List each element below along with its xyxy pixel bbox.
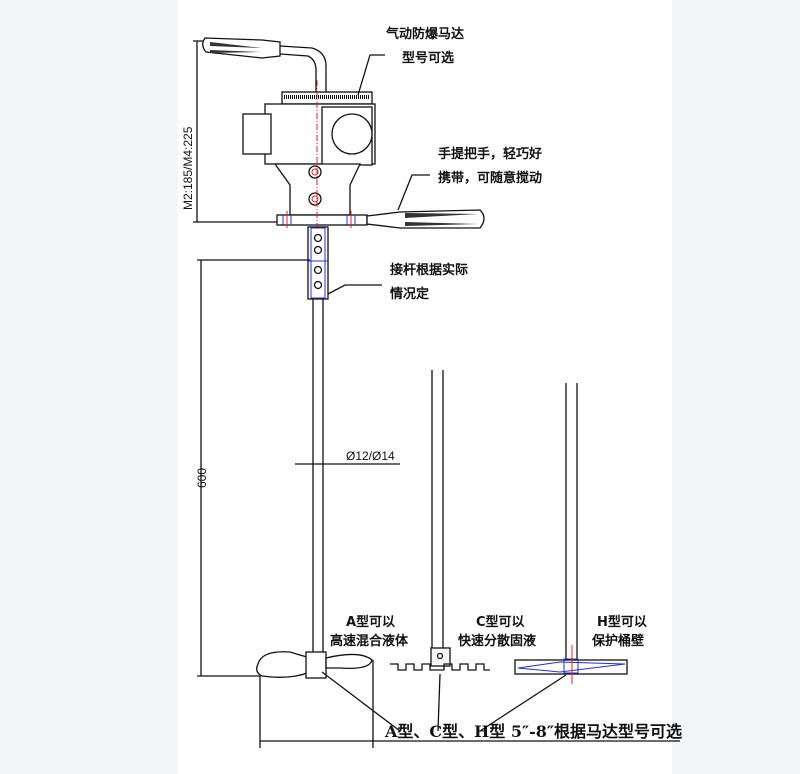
rod-coupling [307, 226, 329, 300]
height-dimension-label: M2:185/M4:225 [181, 126, 195, 210]
h-type-note-line2: 保护桶壁 [591, 633, 644, 649]
c-type-note-line2: 快速分散固液 [458, 633, 536, 649]
h-type-note-line1: H型可以 [597, 614, 647, 630]
h-type-impeller [514, 383, 628, 684]
a-type-impeller [256, 651, 373, 679]
rod-note-line2: 情况定 [390, 286, 429, 302]
motor-body [242, 80, 376, 300]
motor-note-line2: 型号可选 [402, 50, 454, 66]
leader-lines [321, 54, 567, 732]
length-dimension-label: 600 [195, 468, 209, 488]
a-type-note-line2: 高速混合液体 [330, 633, 409, 649]
top-handle [202, 37, 327, 92]
diameter-dimension: Ø12/Ø14 [295, 449, 400, 465]
impeller-selection-note: A型、C型、H型 5″-8″根据马达型号可选 [384, 722, 682, 741]
motor-note-line1: 气动防爆马达 [386, 26, 464, 42]
a-type-note-line1: A型可以 [346, 614, 395, 630]
handle-note-line1: 手提把手，轻巧好 [438, 146, 542, 162]
c-type-note-line1: C型可以 [476, 614, 525, 630]
main-shaft [312, 299, 324, 655]
side-handle [366, 209, 485, 229]
c-type-impeller [390, 370, 490, 671]
rod-note-line1: 接杆根据实际 [390, 262, 468, 278]
handle-note-line2: 携带，可随意搅动 [438, 170, 542, 186]
diameter-dimension-label: Ø12/Ø14 [346, 449, 395, 463]
height-dimension: M2:185/M4:225 [181, 40, 290, 223]
width-dimension [259, 660, 680, 748]
length-dimension: 600 [195, 259, 310, 677]
